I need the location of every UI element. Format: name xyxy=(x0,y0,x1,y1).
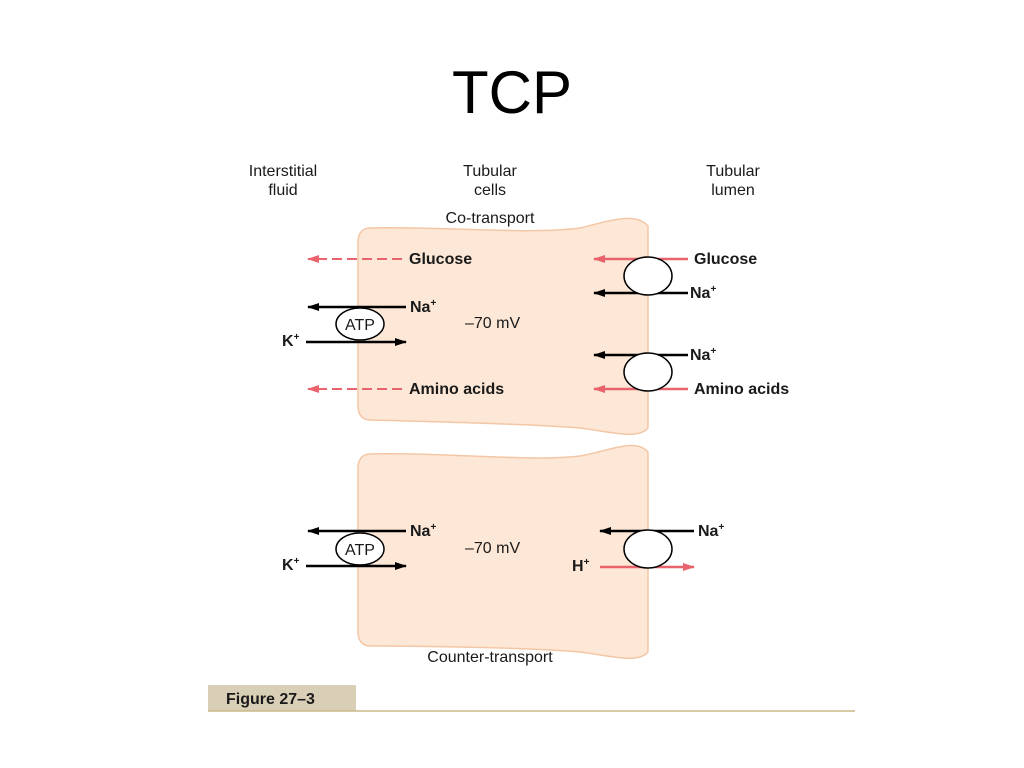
cotransport-label: Co-transport xyxy=(446,210,535,227)
na-h-antiporter xyxy=(623,529,673,569)
figure-caption-box xyxy=(208,685,356,711)
na-left-label-top: Na+ xyxy=(410,298,436,316)
amino-left-label: Amino acids xyxy=(409,381,504,398)
atp-label-top: ATP xyxy=(345,317,375,334)
header-cells-line2: cells xyxy=(474,182,506,199)
h-label: H+ xyxy=(572,557,590,575)
header-cells-line1: Tubular xyxy=(463,163,517,180)
glucose-symporter xyxy=(623,256,673,296)
na-right-label-2: Na+ xyxy=(690,346,716,364)
k-label-bottom: K+ xyxy=(282,556,300,574)
voltage-label-bottom: –70 mV xyxy=(465,540,520,557)
na-left-label-bottom: Na+ xyxy=(410,522,436,540)
header-lumen-line2: lumen xyxy=(711,182,755,199)
amino-right-label: Amino acids xyxy=(694,381,789,398)
glucose-left-label: Glucose xyxy=(409,251,472,268)
atp-pump-top xyxy=(335,307,385,341)
slide-title: TCP xyxy=(452,59,572,126)
cell-bottom xyxy=(357,444,649,660)
header-lumen-line1: Tubular xyxy=(706,163,760,180)
atp-label-bottom: ATP xyxy=(345,542,375,559)
cell-top xyxy=(357,217,649,436)
amino-symporter xyxy=(623,352,673,392)
na-right-label-1: Na+ xyxy=(690,284,716,302)
na-right-label-bottom: Na+ xyxy=(698,522,724,540)
header-interstitial-line2: fluid xyxy=(268,182,297,199)
glucose-right-label: Glucose xyxy=(694,251,757,268)
countertransport-label: Counter-transport xyxy=(427,649,553,666)
figure-caption: Figure 27–3 xyxy=(226,691,315,708)
header-interstitial-line1: Interstitial xyxy=(249,163,317,180)
voltage-label-top: –70 mV xyxy=(465,315,520,332)
k-label-top: K+ xyxy=(282,332,300,350)
